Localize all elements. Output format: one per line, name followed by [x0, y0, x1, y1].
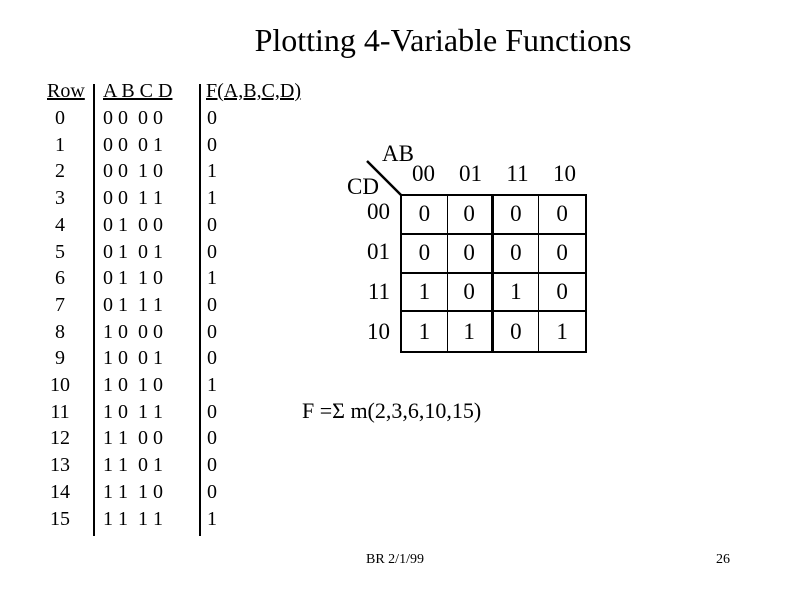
header-f: F(A,B,C,D) [206, 80, 302, 102]
truth-f-cell: 0 [207, 213, 217, 236]
truth-abcd-cell: 1 0 1 0 [103, 374, 163, 396]
kmap-col-var: AB [382, 141, 414, 166]
truth-abcd-cell: 1 1 0 1 [103, 454, 163, 477]
truth-row-cell: 4 [55, 213, 65, 236]
truth-f-cell: 0 [207, 293, 217, 316]
truth-f-cell: 1 [207, 187, 217, 210]
page-number: 26 [716, 552, 730, 567]
header-row: Row [47, 80, 85, 102]
truth-abcd-cell: 0 0 0 1 [103, 133, 163, 156]
truth-row-cell: 0 [55, 107, 65, 129]
header-abcd: A B C D [103, 80, 173, 102]
kmap-cell: 0 [539, 235, 585, 274]
truth-abcd-cell: 1 0 0 0 [103, 320, 163, 343]
kmap-cell: 1 [402, 273, 448, 313]
truth-abcd-cell: 0 0 1 0 [103, 160, 163, 183]
truth-row-cell: 9 [55, 347, 65, 370]
kmap-cell: 0 [493, 234, 540, 274]
truth-row-cell: 2 [55, 160, 65, 183]
truth-f-cell: 0 [207, 454, 217, 477]
truth-abcd-cell: 1 1 1 0 [103, 480, 163, 503]
truth-abcd-cell: 0 0 0 0 [103, 107, 163, 129]
footer: BR 2/1/99 [366, 552, 424, 567]
truth-row-cell: 13 [50, 454, 70, 477]
truth-row-cell: 8 [55, 320, 65, 343]
truth-row-cell: 14 [50, 480, 70, 503]
truth-f-cell: 0 [207, 400, 217, 423]
truth-row-cell: 12 [50, 427, 70, 450]
truth-abcd-cell: 0 1 1 1 [103, 293, 163, 316]
truth-abcd-cell: 0 0 1 1 [103, 187, 163, 210]
kmap-col-label: 01 [459, 161, 482, 186]
kmap-cell: 0 [447, 273, 494, 313]
kmap-col-label: 10 [553, 161, 576, 186]
kmap-cell: 0 [447, 234, 494, 274]
truth-f-cell: 0 [207, 347, 217, 370]
kmap-row-label: 10 [367, 319, 390, 344]
truth-f-cell: 0 [207, 240, 217, 263]
column-divider [93, 84, 95, 536]
kmap-row-label: 01 [367, 239, 390, 264]
kmap-cell: 1 [448, 312, 494, 351]
kmap-cell: 0 [402, 234, 448, 274]
truth-f-cell: 1 [207, 507, 217, 530]
kmap-cell: 0 [402, 196, 448, 235]
kmap-row-label: 11 [367, 279, 390, 304]
kmap-cell: 0 [494, 312, 540, 351]
truth-abcd-cell: 0 1 1 0 [103, 267, 163, 290]
kmap-diagonal [366, 160, 402, 196]
truth-row-cell: 3 [55, 187, 65, 210]
truth-abcd-cell: 1 0 1 1 [103, 400, 163, 423]
truth-abcd-cell: 1 0 0 1 [103, 347, 163, 370]
truth-f-cell: 1 [207, 160, 217, 183]
kmap-col-label: 11 [506, 161, 529, 186]
truth-abcd-cell: 1 1 1 1 [103, 507, 163, 530]
kmap-cell: 0 [493, 196, 540, 235]
kmap-col-label: 00 [412, 161, 435, 186]
kmap-cell: 1 [556, 318, 568, 344]
truth-row-cell: 6 [55, 267, 65, 290]
truth-f-cell: 0 [207, 107, 217, 129]
kmap-cell: 0 [539, 274, 585, 313]
kmap-row-var: CD [347, 174, 379, 199]
kmap-cell: 0 [447, 196, 494, 235]
truth-f-cell: 0 [207, 133, 217, 156]
truth-f-cell: 1 [207, 267, 217, 290]
kmap-row-label: 00 [367, 199, 390, 224]
kmap-cell: 1 [402, 312, 448, 351]
truth-row-cell: 10 [50, 374, 70, 396]
truth-row-cell: 1 [55, 133, 65, 156]
truth-row-cell: 15 [50, 507, 70, 530]
truth-f-cell: 0 [207, 427, 217, 450]
truth-abcd-cell: 1 1 0 0 [103, 427, 163, 450]
truth-f-cell: 1 [207, 374, 217, 396]
column-divider [199, 84, 201, 536]
kmap-cell: 0 [539, 196, 585, 235]
kmap-cell: 1 [493, 273, 540, 313]
truth-row-cell: 7 [55, 293, 65, 316]
truth-abcd-cell: 0 1 0 1 [103, 240, 163, 263]
truth-f-cell: 0 [207, 480, 217, 503]
truth-f-cell: 0 [207, 320, 217, 343]
truth-abcd-cell: 0 1 0 0 [103, 213, 163, 236]
truth-row-cell: 5 [55, 240, 65, 263]
slide-title: Plotting 4-Variable Functions [254, 22, 632, 58]
truth-row-cell: 11 [50, 400, 70, 423]
minterm-equation: F =Σ m(2,3,6,10,15) [302, 398, 482, 423]
